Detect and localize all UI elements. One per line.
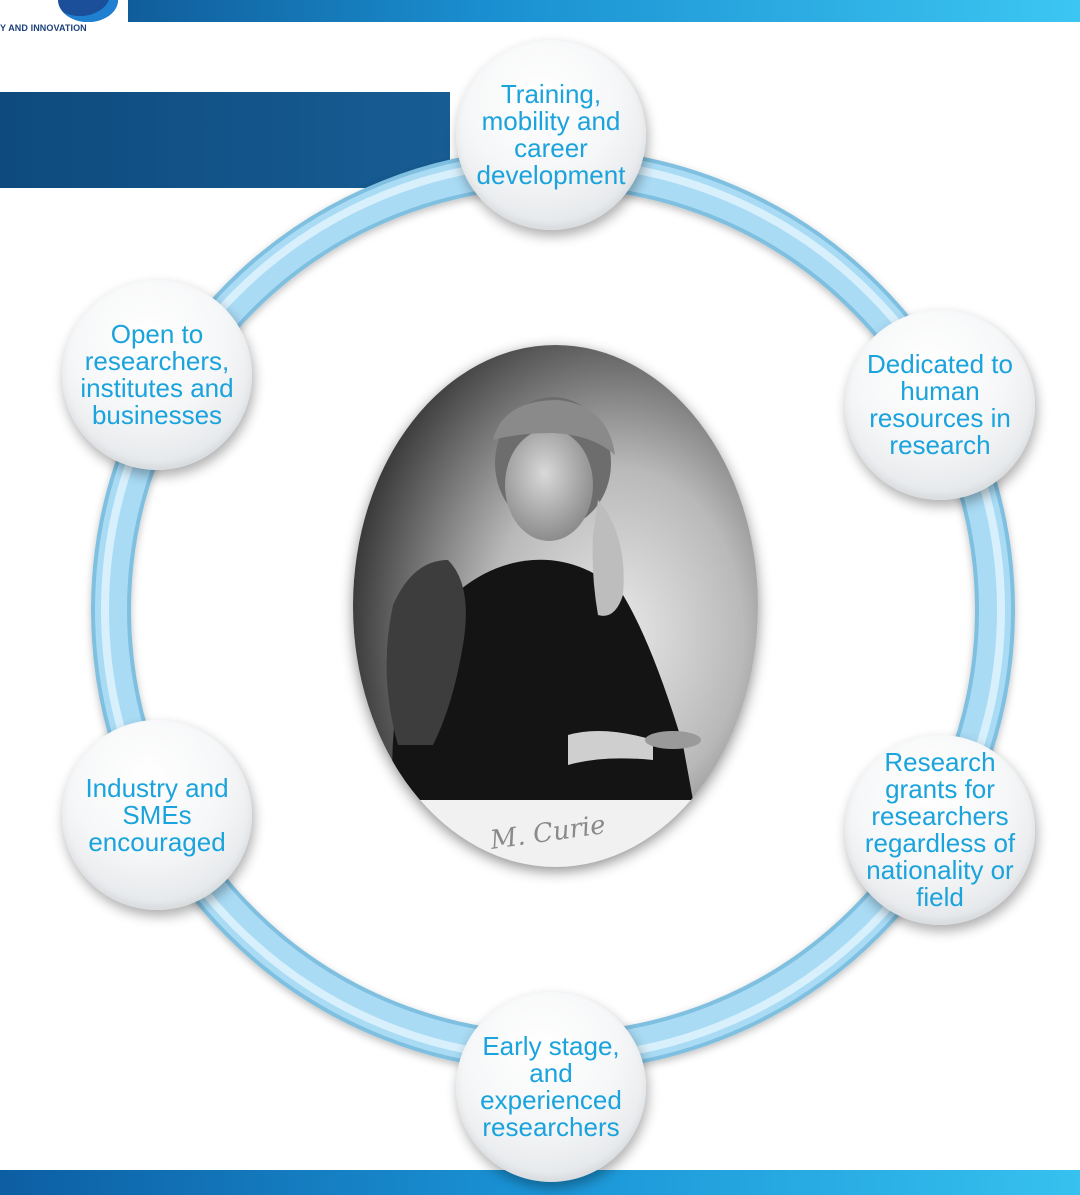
node-industry-smes: Industry and SMEs encouraged	[62, 720, 252, 910]
center-portrait	[353, 345, 758, 867]
portrait-photo-icon	[353, 345, 758, 867]
top-banner	[0, 0, 1080, 22]
node-training: Training, mobility and career developmen…	[456, 40, 646, 230]
node-label: Training, mobility and career developmen…	[476, 79, 626, 190]
node-label: Open to researchers, institutes and busi…	[80, 319, 234, 430]
logo-mark-icon	[58, 0, 118, 22]
node-research-grants: Research grants for researchers regardle…	[845, 735, 1035, 925]
node-open-to: Open to researchers, institutes and busi…	[62, 280, 252, 470]
node-label: Early stage, and experienced researchers	[480, 1031, 622, 1142]
node-label: Industry and SMEs encouraged	[85, 772, 229, 857]
node-researcher-stages: Early stage, and experienced researchers	[456, 992, 646, 1182]
logo: Y AND INNOVATION	[0, 0, 128, 40]
node-label: Dedicated to human resources in research	[867, 349, 1013, 460]
title-band	[0, 92, 450, 188]
node-label: Research grants for researchers regardle…	[864, 747, 1016, 912]
node-human-resources: Dedicated to human resources in research	[845, 310, 1035, 500]
logo-text: Y AND INNOVATION	[0, 23, 87, 33]
